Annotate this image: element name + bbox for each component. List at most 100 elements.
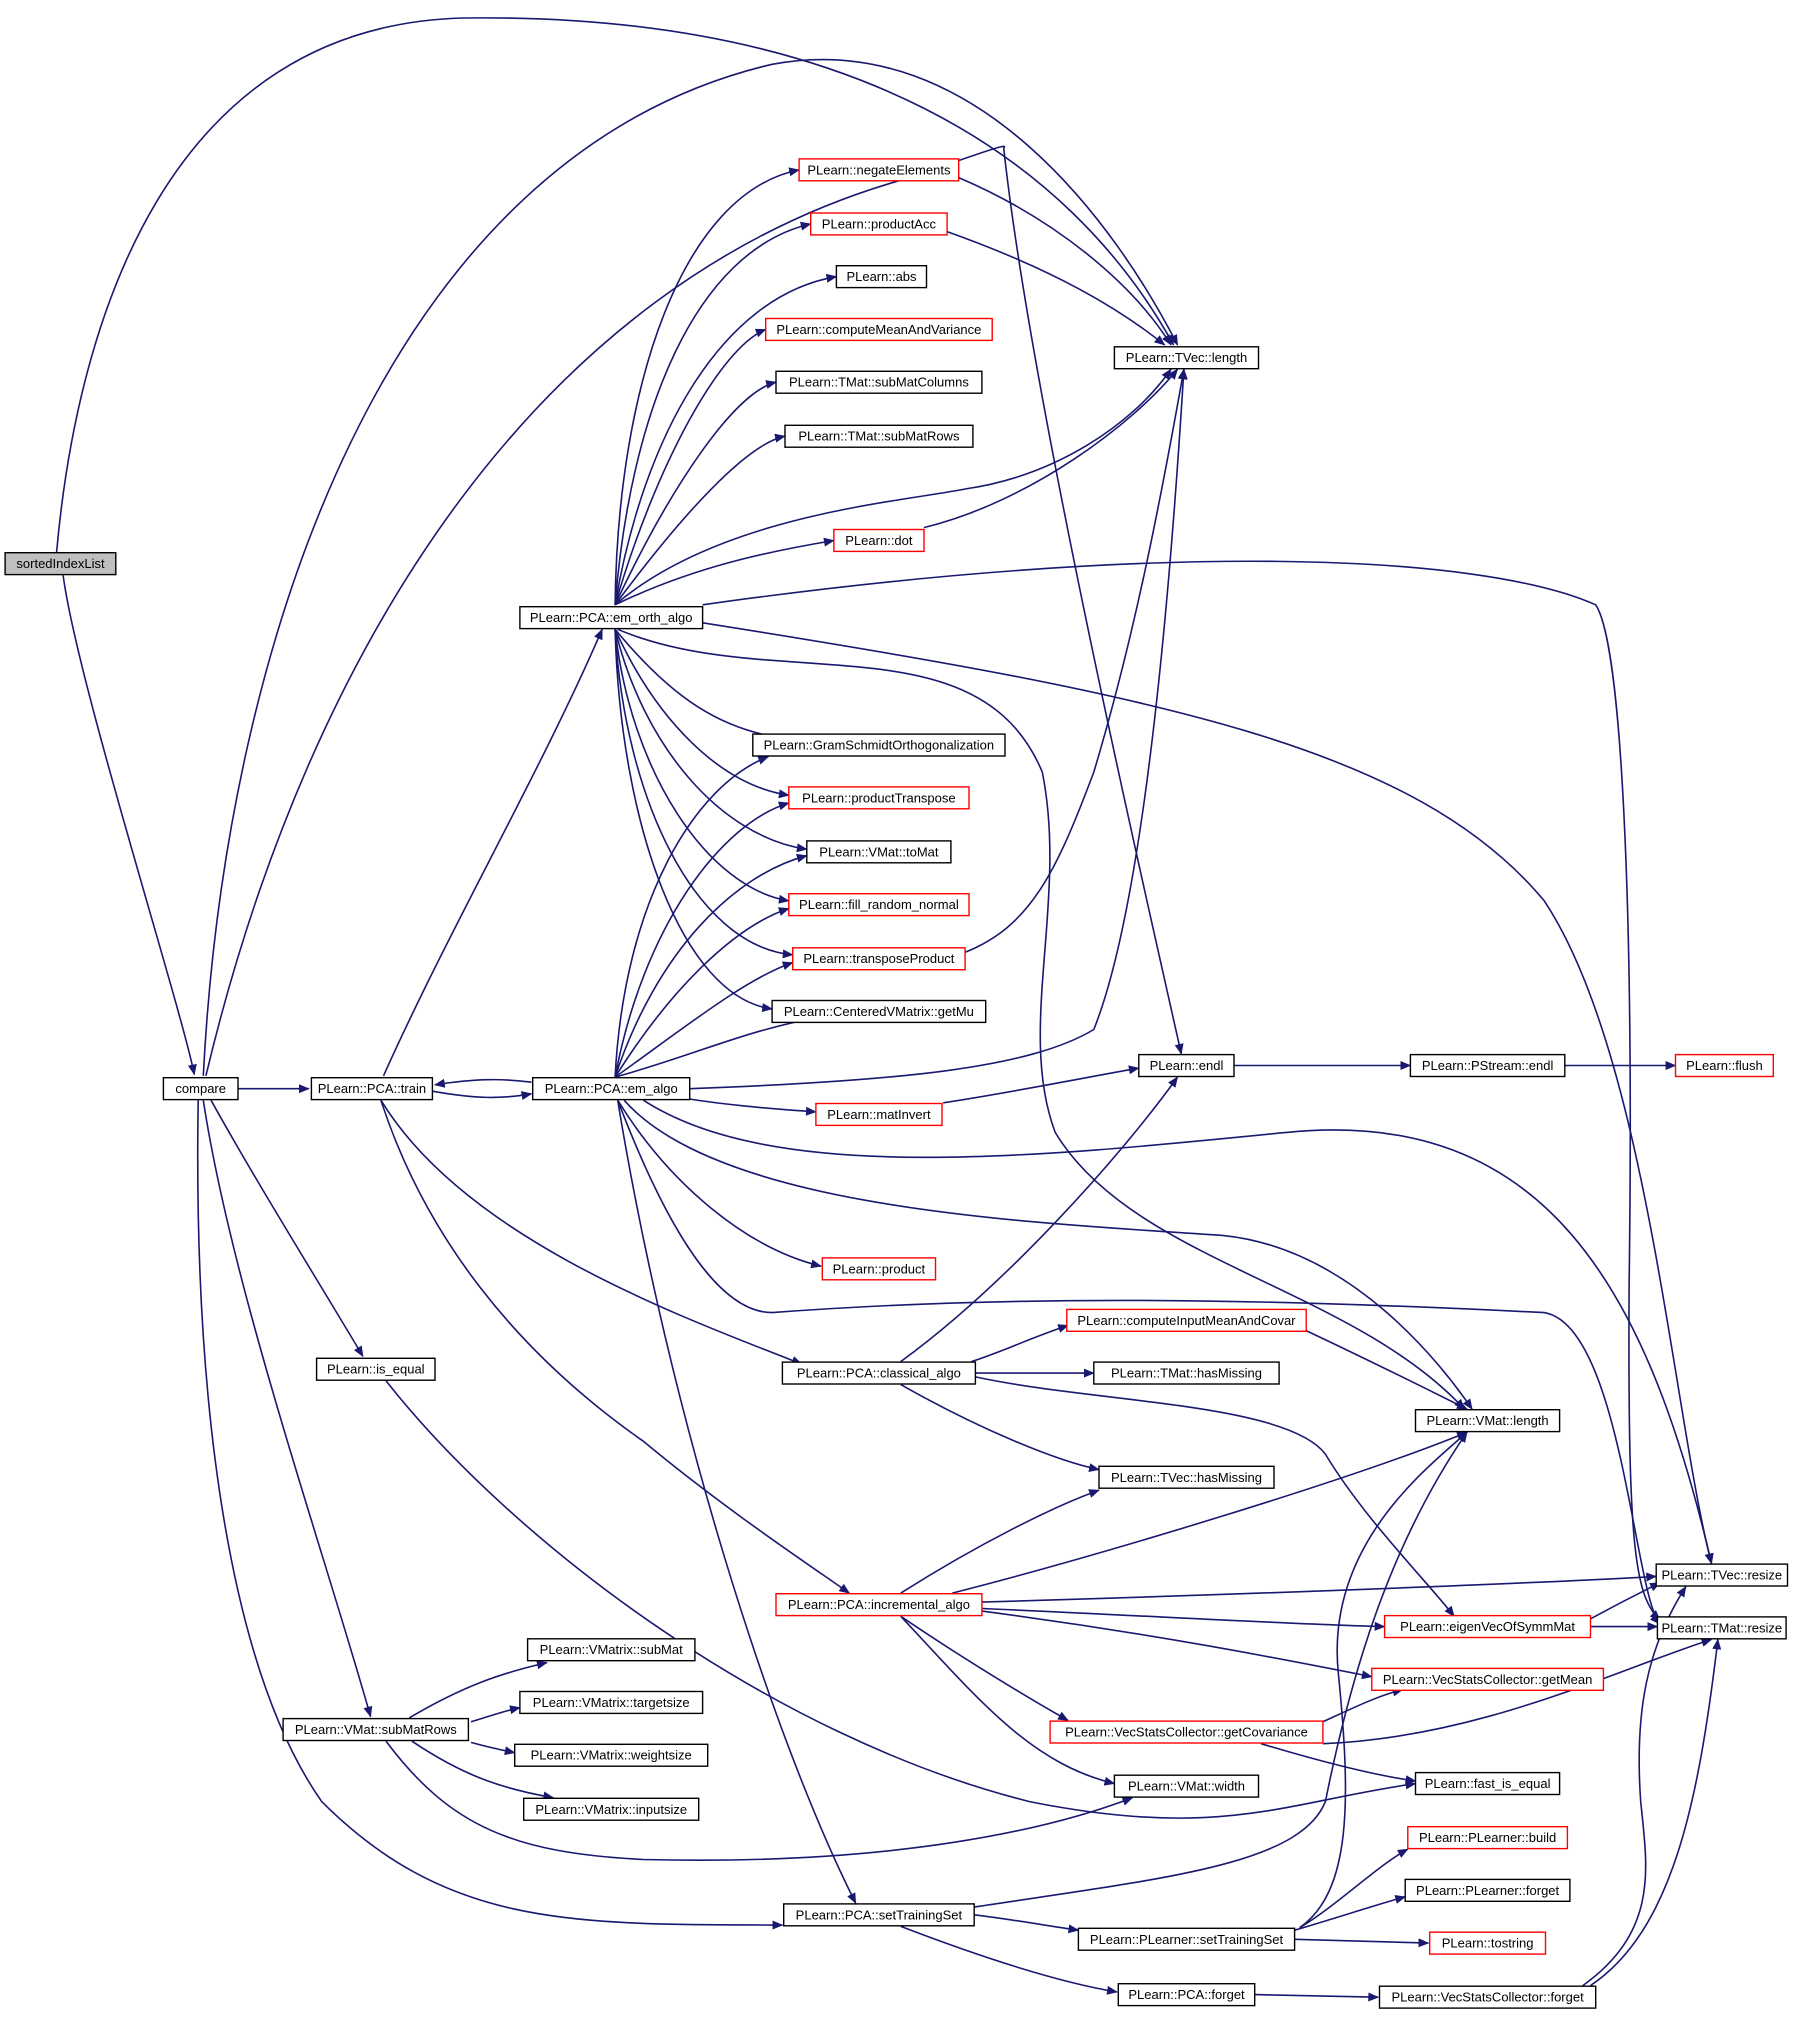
node-box[interactable] [1655,1563,1789,1587]
node-computeMeanVar[interactable]: PLearn::computeMeanAndVariance [765,317,993,342]
node-is_equal[interactable]: PLearn::is_equal [315,1357,436,1381]
node-box[interactable] [310,1076,434,1101]
node-abs[interactable]: PLearn::abs [835,265,928,289]
node-box[interactable] [1409,1053,1566,1078]
node-compare[interactable]: compare [162,1076,239,1101]
node-box[interactable] [1077,1927,1296,1951]
node-box[interactable] [798,158,960,182]
node-pca_setTrainingSet[interactable]: PLearn::PCA::setTrainingSet [783,1903,975,1927]
node-vmat_subMatRows[interactable]: PLearn::VMat::subMatRows [282,1717,470,1742]
node-box[interactable] [821,1257,937,1281]
node-vsc_forget[interactable]: PLearn::VecStatsCollector::forget [1378,1985,1597,2009]
node-box[interactable] [532,1076,691,1101]
node-box[interactable] [315,1357,436,1381]
node-tvec_hasMissing[interactable]: PLearn::TVec::hasMissing [1098,1465,1275,1489]
node-gram[interactable]: PLearn::GramSchmidtOrthogonalization [752,733,1006,757]
node-box[interactable] [788,786,970,810]
node-box[interactable] [775,370,983,394]
node-dot[interactable]: PLearn::dot [833,528,925,553]
node-box[interactable] [282,1717,470,1742]
node-box[interactable] [1407,1825,1569,1850]
node-box[interactable] [4,552,117,576]
node-vmatrix_inputsize[interactable]: PLearn::VMatrix::inputsize [523,1797,700,1821]
node-tvec_length[interactable]: PLearn::TVec::length [1113,346,1260,370]
node-pca_forget[interactable]: PLearn::PCA::forget [1117,1982,1256,2007]
node-em_algo[interactable]: PLearn::PCA::em_algo [532,1076,691,1101]
node-getMean[interactable]: PLearn::VecStatsCollector::getMean [1371,1667,1605,1692]
node-productAcc[interactable]: PLearn::productAcc [810,212,948,236]
node-toMat[interactable]: PLearn::VMat::toMat [806,840,952,864]
node-getMu[interactable]: PLearn::CenteredVMatrix::getMu [771,999,987,1024]
node-pca_train[interactable]: PLearn::PCA::train [310,1076,434,1101]
node-subMatColumns[interactable]: PLearn::TMat::subMatColumns [775,370,983,394]
node-flush[interactable]: PLearn::flush [1674,1053,1775,1078]
node-box[interactable] [526,1638,696,1662]
node-transposeProduct[interactable]: PLearn::transposeProduct [792,947,966,971]
node-box[interactable] [775,1592,983,1617]
node-box[interactable] [1138,1053,1235,1078]
node-box[interactable] [1093,1361,1280,1385]
node-box[interactable] [1428,1931,1547,1955]
node-plearner_build[interactable]: PLearn::PLearner::build [1407,1825,1569,1850]
node-getCovariance[interactable]: PLearn::VecStatsCollector::getCovariance [1049,1720,1324,1744]
node-box[interactable] [788,893,970,917]
node-box[interactable] [806,840,952,864]
node-productTranspose[interactable]: PLearn::productTranspose [788,786,970,810]
node-em_orth[interactable]: PLearn::PCA::em_orth_algo [519,606,704,630]
node-fast_is_equal[interactable]: PLearn::fast_is_equal [1414,1771,1561,1796]
node-vmat_width[interactable]: PLearn::VMat::width [1113,1774,1260,1798]
node-tmat_resize[interactable]: PLearn::TMat::resize [1656,1616,1787,1640]
node-tmat_hasMissing[interactable]: PLearn::TMat::hasMissing [1093,1361,1280,1385]
node-tvec_resize[interactable]: PLearn::TVec::resize [1655,1563,1789,1587]
node-negate[interactable]: PLearn::negateElements [798,158,960,182]
node-box[interactable] [519,1690,704,1715]
node-box[interactable] [1113,1774,1260,1798]
node-tmat_subMatRows[interactable]: PLearn::TMat::subMatRows [784,424,974,448]
node-box[interactable] [784,424,974,448]
node-incremental[interactable]: PLearn::PCA::incremental_algo [775,1592,983,1617]
node-box[interactable] [514,1743,709,1767]
node-box[interactable] [1371,1667,1605,1692]
node-sortedIndexList[interactable]: sortedIndexList [4,552,117,576]
node-box[interactable] [523,1797,700,1821]
node-product[interactable]: PLearn::product [821,1257,937,1281]
node-box[interactable] [815,1102,943,1127]
node-box[interactable] [1674,1053,1775,1078]
node-box[interactable] [835,265,928,289]
node-box[interactable] [1378,1985,1597,2009]
node-box[interactable] [1656,1616,1787,1640]
node-plearner_forget[interactable]: PLearn::PLearner::forget [1404,1878,1571,1903]
node-box[interactable] [519,606,704,630]
node-classical[interactable]: PLearn::PCA::classical_algo [781,1361,977,1385]
node-pstream_endl[interactable]: PLearn::PStream::endl [1409,1053,1566,1078]
node-box[interactable] [783,1903,975,1927]
node-box[interactable] [1066,1308,1307,1333]
node-matInvert[interactable]: PLearn::matInvert [815,1102,943,1127]
node-vmatrix_weightsize[interactable]: PLearn::VMatrix::weightsize [514,1743,709,1767]
node-vmatrix_subMat[interactable]: PLearn::VMatrix::subMat [526,1638,696,1662]
node-box[interactable] [833,528,925,553]
node-vmatrix_targetsize[interactable]: PLearn::VMatrix::targetsize [519,1690,704,1715]
node-box[interactable] [1404,1878,1571,1903]
node-box[interactable] [1117,1982,1256,2007]
node-box[interactable] [162,1076,239,1101]
node-plearner_setTrainingSet[interactable]: PLearn::PLearner::setTrainingSet [1077,1927,1296,1951]
node-tostring[interactable]: PLearn::tostring [1428,1931,1547,1955]
node-fillRandom[interactable]: PLearn::fill_random_normal [788,893,970,917]
node-box[interactable] [771,999,987,1024]
node-computeInputMeanCovar[interactable]: PLearn::computeInputMeanAndCovar [1066,1308,1307,1333]
node-box[interactable] [781,1361,977,1385]
node-box[interactable] [1383,1614,1592,1639]
node-box[interactable] [752,733,1006,757]
node-eigenVec[interactable]: PLearn::eigenVecOfSymmMat [1383,1614,1592,1639]
node-box[interactable] [1414,1771,1561,1796]
node-box[interactable] [1113,346,1260,370]
node-vmat_length[interactable]: PLearn::VMat::length [1414,1408,1561,1433]
node-box[interactable] [1049,1720,1324,1744]
node-box[interactable] [792,947,966,971]
node-box[interactable] [1414,1408,1561,1433]
node-box[interactable] [1098,1465,1275,1489]
node-box[interactable] [765,317,993,342]
node-box[interactable] [810,212,948,236]
node-endl[interactable]: PLearn::endl [1138,1053,1235,1078]
